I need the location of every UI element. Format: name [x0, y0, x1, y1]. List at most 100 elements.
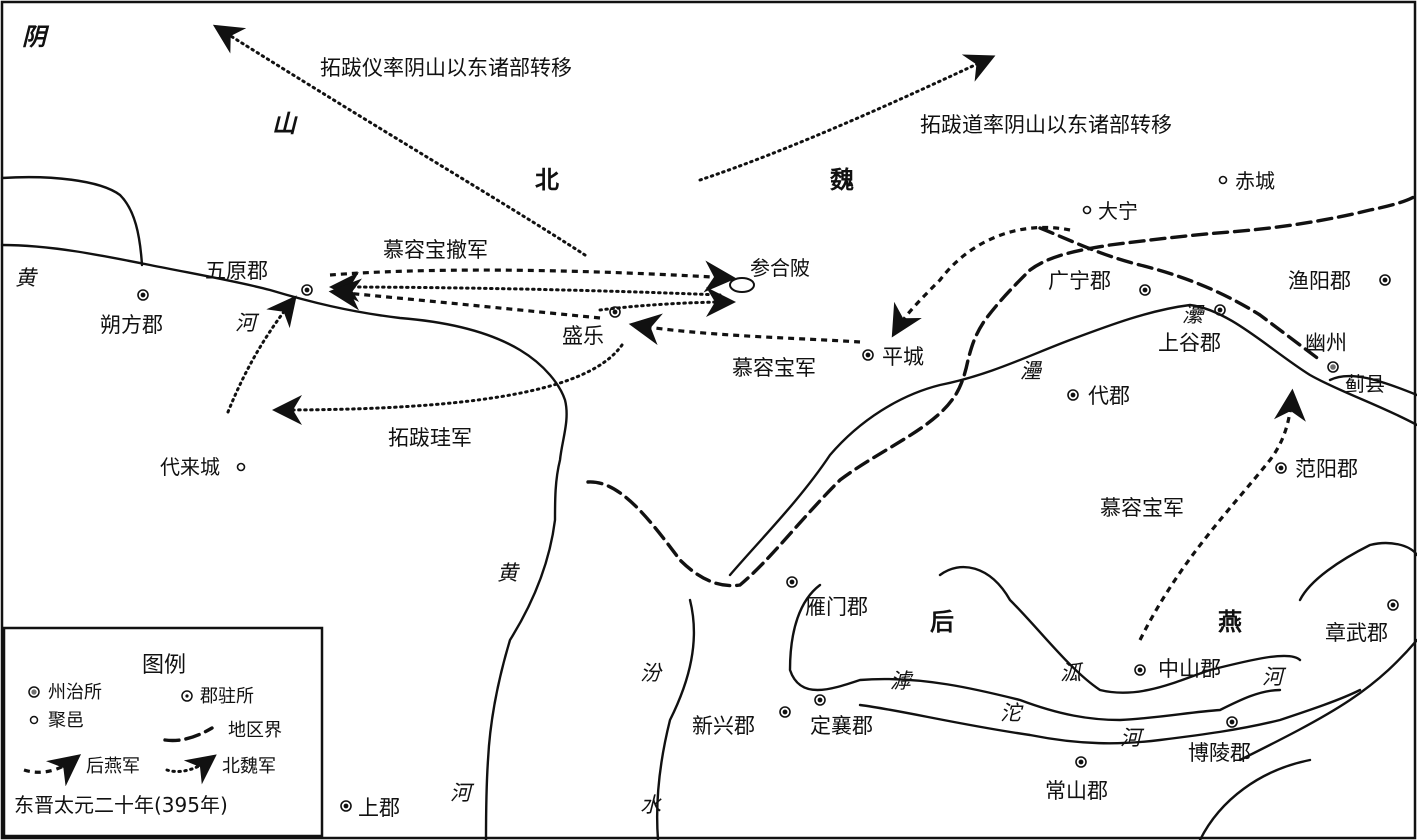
- hutuo-river: [788, 583, 1282, 722]
- label-hou: 后: [930, 608, 954, 636]
- label-dailai: 代来城: [160, 455, 220, 479]
- label-youzhou: 幽州: [1305, 331, 1347, 355]
- legend: 图例 州治所 郡驻所 聚邑 地区界 后燕军 北魏军 东晋太元二十年(395年): [2, 626, 324, 838]
- label-wuyuan: 五原郡: [205, 259, 268, 283]
- river-east: [1298, 541, 1417, 602]
- label-shanggu: 上谷郡: [1158, 331, 1221, 355]
- route-label-murongbao-army: 慕容宝军: [732, 356, 816, 380]
- route-label-murongbao-army2: 慕容宝军: [1100, 496, 1184, 520]
- route-label-tuobadao: 拓跋道率阴山以东诸部转移: [920, 113, 1172, 137]
- label-chicheng: 赤城: [1235, 169, 1275, 193]
- label-fanyang: 范阳郡: [1295, 457, 1358, 481]
- houyan-route-pingcheng-shengle: [628, 313, 861, 346]
- beiwei-route-tuobayi: [212, 24, 587, 257]
- label-changshan: 常山郡: [1045, 779, 1108, 803]
- legend-zhouzhi-label: 州治所: [48, 682, 102, 703]
- beiwei-route-pursuit: [598, 287, 736, 318]
- dingxiang-marker: [814, 694, 826, 706]
- beiwei-route-dailai-wuyuan: [226, 295, 297, 414]
- beiwei-route-return: [329, 272, 722, 303]
- label-xinxing: 新兴郡: [692, 714, 755, 738]
- daijun-marker: [1067, 389, 1079, 401]
- label-zhongshan: 中山郡: [1158, 657, 1221, 681]
- river-tributary-west: [0, 175, 144, 267]
- label-shangjun: 上郡: [358, 796, 400, 820]
- label-shan: 山: [272, 110, 298, 138]
- changshan-marker: [1075, 756, 1087, 768]
- river-label-hu: 滹: [890, 669, 914, 693]
- label-jixian: 蓟县: [1345, 372, 1385, 396]
- town-markers: [236, 175, 1228, 472]
- shuofang-marker: [137, 289, 149, 301]
- shangjun-marker: [340, 800, 352, 812]
- youzhou-marker: [1327, 361, 1339, 373]
- beiwei-route-tuobadao: [698, 54, 996, 182]
- label-yan: 燕: [1218, 608, 1242, 636]
- river-label-he4: 河: [1262, 665, 1287, 689]
- label-zhangwu: 章武郡: [1325, 621, 1388, 645]
- river-label-lei2: 灅: [1020, 359, 1043, 383]
- xinxing-marker: [779, 706, 791, 718]
- river-label-huang2: 黄: [497, 561, 520, 585]
- beiwei-route-tuobagui: [272, 343, 624, 425]
- route-label-tuobagui: 拓跋珪军: [388, 426, 472, 450]
- label-guangning: 广宁郡: [1048, 269, 1111, 293]
- legend-beiwei-label: 北魏军: [222, 756, 276, 777]
- river-label-he3: 河: [1120, 726, 1145, 750]
- dailai-marker: [236, 462, 246, 472]
- fanyang-marker: [1275, 462, 1287, 474]
- legend-boundary-symbol: [163, 726, 214, 743]
- legend-boundary-label: 地区界: [228, 720, 282, 741]
- label-wei: 魏: [829, 166, 854, 194]
- zhongshan-marker: [1134, 664, 1146, 676]
- river-label-huang1: 黄: [15, 266, 38, 290]
- route-label-tuobayi: 拓跋仪率阴山以东诸部转移: [320, 56, 572, 80]
- legend-zhouzhi-symbol: [28, 686, 40, 698]
- legend-juyi-label: 聚邑: [48, 710, 84, 731]
- label-yanmen: 雁门郡: [805, 595, 868, 619]
- yellow-river-north-bend: [0, 243, 568, 840]
- route-label-murongbao-retreat: 慕容宝撤军: [383, 238, 488, 262]
- label-shengle: 盛乐: [562, 324, 604, 348]
- canhebei-lake: [729, 277, 755, 293]
- wuyuan-marker: [301, 284, 313, 296]
- boling-marker: [1226, 716, 1238, 728]
- zhangwu-marker: [1387, 599, 1399, 611]
- legend-beiwei-symbol: [165, 754, 217, 785]
- legend-junzhu-label: 郡驻所: [200, 686, 254, 707]
- label-bei: 北: [535, 166, 559, 194]
- legend-houyan-symbol: [23, 754, 82, 787]
- label-yuyang: 渔阳郡: [1288, 269, 1351, 293]
- river-label-he2: 河: [450, 781, 475, 805]
- pingcheng-marker: [862, 349, 874, 361]
- label-shuofang: 朔方郡: [100, 313, 163, 337]
- prefecture-seat-markers: [1327, 361, 1339, 373]
- hutuo-river-south: [858, 688, 1362, 745]
- river-label-fen: 汾: [640, 661, 663, 685]
- label-dingxiang: 定襄郡: [810, 714, 873, 738]
- river-label-shui: 水: [640, 793, 662, 817]
- legend-houyan-label: 后燕军: [86, 756, 140, 777]
- label-daning: 大宁: [1098, 199, 1138, 223]
- label-yin: 阴: [22, 23, 50, 51]
- shengle-marker: [609, 306, 621, 318]
- guangning-marker: [1139, 284, 1151, 296]
- commandery-seat-markers: [137, 274, 1399, 812]
- yanmen-marker: [786, 576, 798, 588]
- river-label-lei1: 㶟: [1182, 303, 1205, 327]
- label-canhebei: 参合陂: [750, 256, 810, 280]
- river-label-he1: 河: [235, 311, 260, 335]
- regional-boundary: [586, 193, 1417, 588]
- label-boling: 博陵郡: [1188, 741, 1251, 765]
- label-pingcheng: 平城: [882, 345, 924, 369]
- river-south-east-low: [1198, 758, 1312, 840]
- shanggu-marker: [1214, 304, 1226, 316]
- lei-river: [728, 303, 1417, 577]
- legend-title: 图例: [142, 653, 186, 678]
- gu-river: [938, 565, 1302, 694]
- chicheng-marker: [1218, 175, 1228, 185]
- fen-river: [655, 598, 696, 840]
- houyan-route-daning-pingcheng: [891, 225, 1071, 338]
